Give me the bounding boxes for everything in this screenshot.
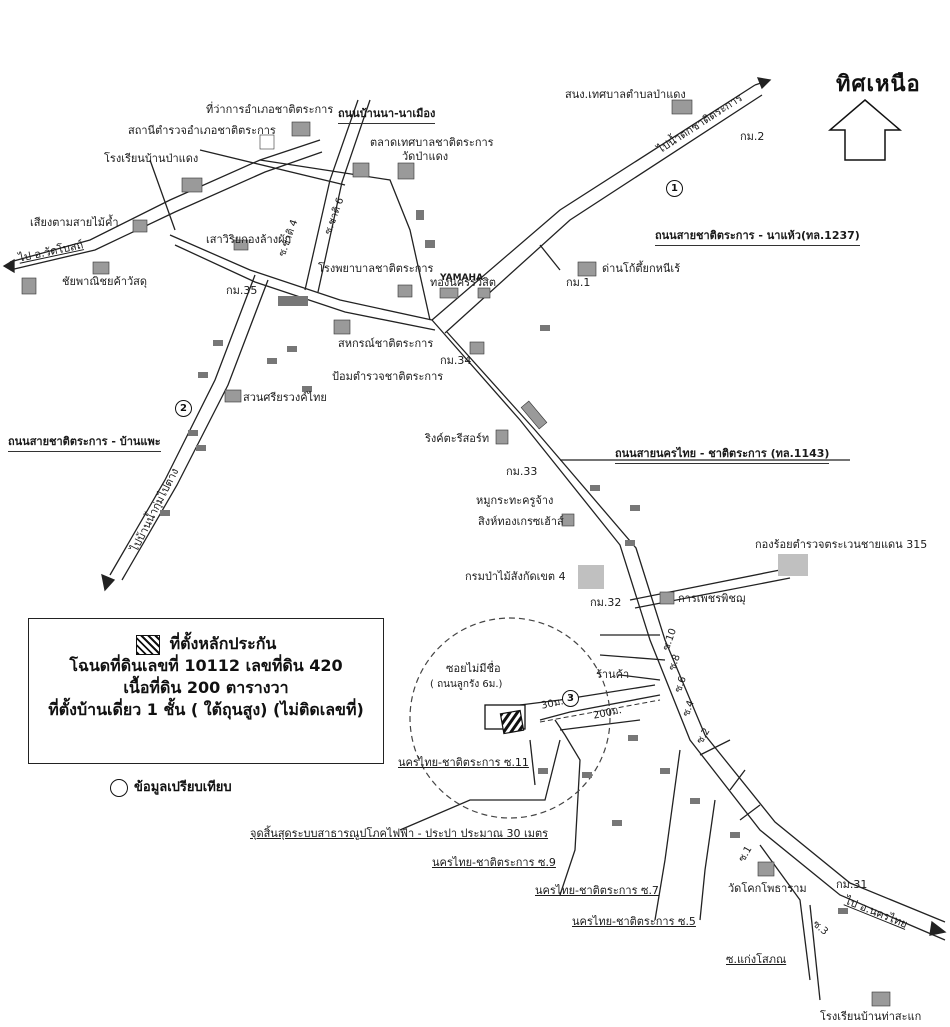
guesthouse-icon [561, 513, 575, 527]
market-icon [352, 162, 370, 178]
hatch-icon [135, 634, 160, 655]
sahakorn-icon [333, 319, 351, 335]
north-arrow-icon [827, 99, 903, 161]
kan-phet-icon [659, 591, 675, 605]
km-marker-2: กม.2 [740, 130, 765, 143]
north-label: ทิศเหนือ [836, 72, 921, 97]
place-dan-ko: ด่านโก้ตึ้ยกหนีเร้ [602, 262, 681, 275]
place-school-tha-sakhrae: โรงเรียนบ้านท่าสะแก [820, 1010, 922, 1023]
place-sao: เสาวิริยกองล้างผัก [206, 233, 292, 246]
garden-icon [224, 389, 242, 403]
legend-area: เนื้อที่ดิน 200 ตารางวา [123, 678, 289, 697]
place-yamaha: YAMAHA [440, 273, 484, 283]
comparison-marker-1: 1 [666, 180, 683, 197]
place-moo-ban: หมูกระทะครูจ้าง [476, 494, 554, 507]
property-legend: ที่ตั้งหลักประกัน โฉนดที่ดินเลขที่ 10112… [28, 618, 384, 764]
school-tha-sakhrae-icon [871, 991, 891, 1007]
road-ban-na-na-mueang: ถนนบ้านนา-นาเมือง [338, 104, 436, 124]
restaurant-icon [397, 284, 413, 298]
direction-arrows [2, 77, 947, 936]
municipality-icon [671, 99, 693, 115]
temple-icon [397, 162, 415, 180]
place-police-station: สถานีตำรวจอำเภอชาติตระการ [128, 124, 276, 137]
comparison-legend-label: ข้อมูลเปรียบเทียบ [134, 780, 232, 795]
property-location-marker [499, 709, 525, 735]
resort-icon [495, 429, 509, 445]
tower-icon [132, 219, 148, 233]
place-wat-khok: วัดโคกโพธาราม [728, 882, 807, 895]
bus-icon [469, 341, 485, 355]
place-soi-mai-sub: ( ถนนลูกรัง 6ม.) [430, 679, 503, 690]
parking-icon [259, 134, 275, 150]
school-icon [181, 177, 203, 193]
km-marker-33: กม.33 [506, 465, 538, 478]
comparison-legend: ข้อมูลเปรียบเทียบ [110, 776, 232, 797]
place-suan-sri: สวนศรียรวงค์ไทย [243, 391, 327, 404]
place-sing-thong: สิงห์ทองเกรซเฮ้าส์ [478, 515, 564, 528]
building-icon [291, 121, 311, 137]
access-path [539, 699, 661, 723]
place-soi-11: นครไทย-ชาติตระการ ซ.11 [398, 756, 529, 769]
sao-icon [233, 239, 249, 251]
legend-title-row: ที่ตั้งหลักประกัน [29, 633, 383, 655]
bridge-icon [520, 400, 548, 430]
legend-house: ที่ตั้งบ้านเดี่ยว 1 ชั้น ( ใต้ถุนสูง) (ไ… [48, 700, 364, 719]
km-marker-35: กม.35 [226, 284, 258, 297]
place-kong-roi: กองร้อยตำรวจตระเวนชายแดน 315 [755, 538, 928, 551]
dan-ko-icon [577, 261, 597, 277]
place-hospital: โรงพยาบาลชาติตระการ [318, 262, 434, 275]
place-wat-pa-daeng: วัดป่าแดง [402, 150, 449, 163]
forest-dept-icon [578, 565, 604, 589]
thong-rak-icon [477, 287, 491, 299]
place-resort: ริงค์ตะรีสอร์ท [425, 432, 490, 445]
road-network [9, 84, 946, 1001]
road-chatturakan-banphae: ถนนสายชาติตระการ - บ้านแพะ [8, 432, 161, 452]
legend-deed: โฉนดที่ดินเลขที่ 10112 เลขที่ดิน 420 [69, 656, 343, 675]
place-kaeng-sophon: ซ.แก่งโสภณ [726, 953, 787, 966]
place-krom-pa-mai: กรมป่าไม้สังกัดเขต 4 [465, 570, 566, 583]
place-soi-9: นครไทย-ชาติตระการ ซ.9 [432, 856, 556, 869]
comparison-marker-2: 2 [175, 400, 192, 417]
km-marker-1: กม.1 [566, 276, 591, 289]
place-district-office: ที่ว่าการอำเภอชาติตระการ [206, 103, 334, 116]
place-voice-tower: เสียงตามสายไม้ค้ำ [30, 216, 119, 229]
comparison-marker-3: 3 [562, 690, 579, 707]
place-sahakorn: สหกรณ์ชาติตระการ [338, 337, 434, 350]
road-nakhonthai-chatturakan: ถนนสายนครไทย - ชาติตระการ (ทล.1143) [615, 444, 830, 464]
place-thong-rak: ทองนครรวีสิต [430, 276, 496, 289]
place-electric: จุดสิ้นสุดระบบสาธารณูปโภคไฟฟ้า - ประปา ป… [250, 827, 549, 840]
temple-west-icon [21, 277, 37, 295]
place-municipality: สนง.เทศบาลตำบลป่าแดง [565, 88, 686, 101]
place-police-box: ป้อมตำรวจชาติตระการ [332, 370, 444, 383]
property-radius-circle [409, 617, 611, 819]
wat-khok-icon [757, 861, 775, 877]
place-market: ตลาดเทศบาลชาติตระการ [370, 136, 494, 149]
circle-icon [110, 778, 128, 797]
road-chatturakan-nakhao: ถนนสายชาติตระการ - นาแห้ว(ทล.1237) [655, 226, 860, 246]
building-icons [21, 99, 891, 1007]
km-marker-31: กม.31 [836, 878, 868, 891]
km-marker-34: กม.34 [440, 354, 472, 367]
place-soi-mai: ซอยไม่มีชื่อ [446, 662, 501, 675]
police-camp-icon [778, 554, 808, 576]
place-soi-5: นครไทย-ชาติตระการ ซ.5 [572, 915, 696, 928]
legend-title: ที่ตั้งหลักประกัน [169, 634, 277, 653]
place-bank: ชัยพาณิชยค้าวัสดุ [62, 275, 148, 288]
yamaha-icon [439, 287, 459, 299]
place-shop: ร้านค้า [596, 668, 630, 681]
km-marker-32: กม.32 [590, 596, 622, 609]
shop-icon [92, 261, 110, 275]
place-kan-phet: การเพชรพิชฌุ [678, 592, 746, 605]
house-dots [160, 210, 848, 914]
place-school-pa-daeng: โรงเรียนบ้านป่าแดง [104, 152, 199, 165]
place-soi-7: นครไทย-ชาติตระการ ซ.7 [535, 884, 659, 897]
